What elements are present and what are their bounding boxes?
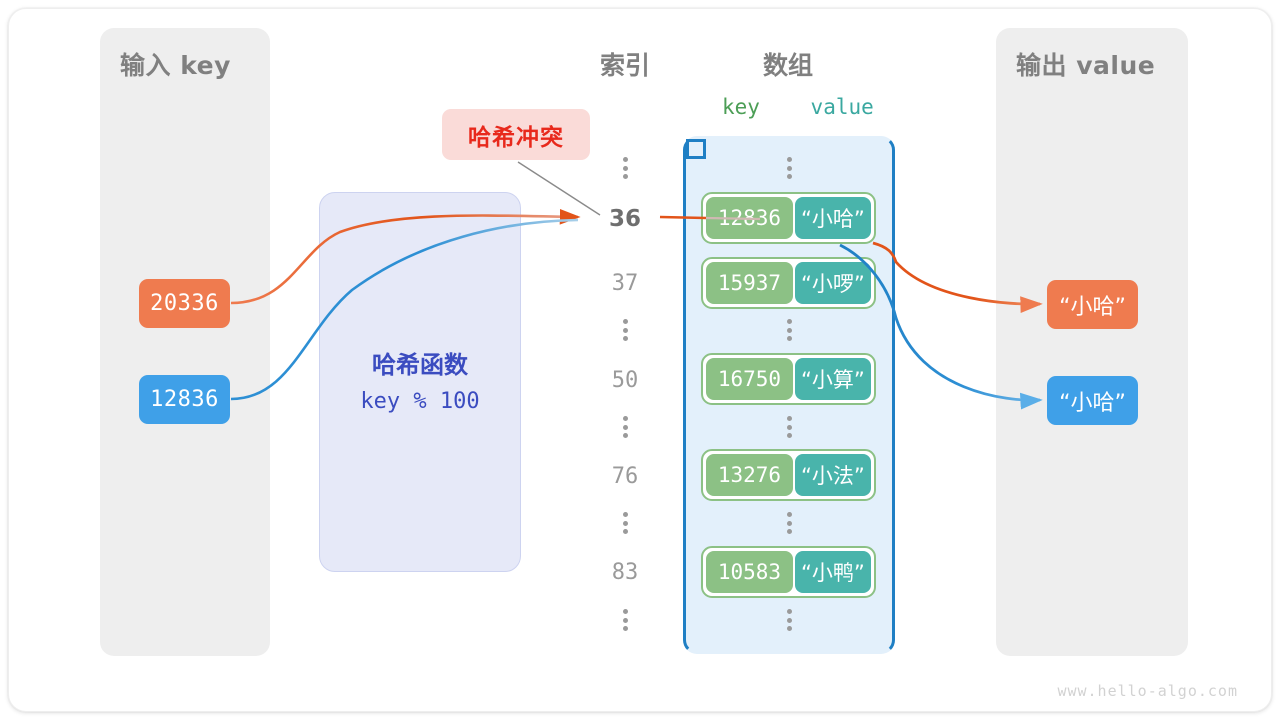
input-key-box-20336[interactable]: 20336 (139, 279, 230, 328)
output-value-box-orange[interactable]: “小哈” (1047, 280, 1138, 329)
array-pair-10583[interactable]: 10583 “小鸭” (701, 546, 876, 598)
array-dots-4 (784, 512, 794, 534)
hash-collision-badge: 哈希冲突 (442, 109, 590, 160)
index-label-76: 76 (611, 464, 639, 489)
index-dots-3 (620, 416, 630, 438)
array-dots-3 (784, 416, 794, 438)
output-value-panel-title: 输出 value (1016, 51, 1156, 80)
array-dots-top (784, 157, 794, 179)
index-dots-bottom (620, 609, 630, 631)
index-label-50: 50 (611, 368, 639, 393)
legend-value-label: value (810, 95, 874, 119)
array-kv-legend: key value (722, 95, 874, 119)
array-pair-12836[interactable]: 12836 “小哈” (701, 192, 876, 244)
pair-value-cell: “小哈” (794, 197, 871, 239)
output-value-panel (996, 28, 1188, 656)
watermark: www.hello-algo.com (1057, 682, 1238, 700)
pair-key-cell: 10583 (706, 551, 793, 593)
input-key-panel-title: 输入 key (120, 51, 231, 80)
index-dots-2 (620, 319, 630, 341)
pair-value-cell: “小鸭” (794, 551, 871, 593)
input-key-panel (100, 28, 270, 656)
hash-function-formula: key % 100 (360, 389, 480, 414)
legend-key-label: key (722, 95, 760, 119)
hash-function-box: 哈希函数 key % 100 (319, 192, 521, 572)
array-column-title: 数组 (762, 51, 813, 80)
array-pair-16750[interactable]: 16750 “小算” (701, 353, 876, 405)
pair-key-cell: 16750 (706, 358, 793, 400)
pair-value-cell: “小啰” (794, 262, 871, 304)
pair-key-cell: 13276 (706, 454, 793, 496)
index-label-83: 83 (611, 560, 639, 585)
pair-key-cell: 12836 (706, 197, 793, 239)
pair-value-cell: “小法” (794, 454, 871, 496)
array-pair-15937[interactable]: 15937 “小啰” (701, 257, 876, 309)
index-column-title: 索引 (599, 51, 650, 80)
hash-function-title: 哈希函数 (372, 351, 468, 379)
array-dots-bottom (784, 609, 794, 631)
pair-key-cell: 15937 (706, 262, 793, 304)
pair-value-cell: “小算” (794, 358, 871, 400)
array-pair-13276[interactable]: 13276 “小法” (701, 449, 876, 501)
array-dots-2 (784, 319, 794, 341)
index-label-36: 36 (608, 206, 641, 232)
index-dots-top (620, 157, 630, 179)
index-label-37: 37 (611, 271, 639, 296)
output-value-box-blue[interactable]: “小哈” (1047, 376, 1138, 425)
input-key-box-12836[interactable]: 12836 (139, 375, 230, 424)
index-dots-4 (620, 512, 630, 534)
